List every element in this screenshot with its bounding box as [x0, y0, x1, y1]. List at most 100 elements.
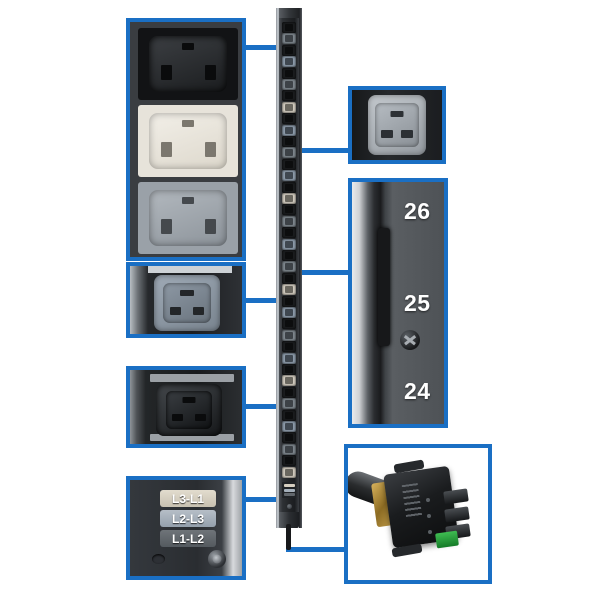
pdu-receptacle: [282, 261, 296, 273]
outlet-number-25: 25: [404, 290, 431, 316]
pdu-receptacle: [282, 215, 296, 227]
pdu-receptacle: [282, 432, 296, 444]
c19-ground-pin-black: [182, 397, 196, 403]
pdu-right-edge: [299, 8, 302, 528]
pdu-receptacle-face: [285, 331, 293, 339]
pdu-receptacle: [282, 341, 296, 353]
pdu-receptacle: [282, 158, 296, 170]
pdu-receptacle: [282, 56, 296, 68]
pdu-receptacle-face: [285, 172, 293, 180]
c19-neutral-pin-blue: [193, 307, 204, 315]
pdu-receptacle: [282, 227, 296, 239]
outlet-number-24: 24: [404, 378, 431, 404]
callout-input-plug: [344, 444, 492, 584]
callout-phase-labels: L3-L1 L2-L3 L1-L2: [126, 476, 246, 580]
numbering-face: [352, 182, 444, 424]
pdu-receptacle-face: [285, 297, 293, 305]
pdu-receptacle-face: [285, 423, 293, 430]
c13-outlet-gray: [138, 182, 238, 254]
pdu-receptacle: [282, 466, 296, 478]
c13-face-white: [149, 113, 227, 169]
plug-blade-tab-2: [444, 506, 470, 523]
pdu-receptacle: [282, 386, 296, 398]
pdu-receptacle-face: [285, 457, 293, 465]
pdu-receptacle-face: [285, 115, 293, 123]
pdu-receptacle-face: [285, 217, 293, 225]
plug-rivet-1: [426, 498, 430, 502]
pdu-receptacle: [282, 272, 296, 284]
c19-inner-gray: [375, 103, 419, 147]
pdu-bottom-screw: [287, 504, 292, 509]
phase-tag-l2-l3: L2-L3: [160, 510, 216, 527]
pdu-receptacle-face: [285, 240, 293, 248]
pdu-receptacle: [282, 193, 296, 204]
phillips-screw-icon: [400, 330, 420, 350]
pdu-receptacle-face: [285, 138, 293, 145]
pdu-receptacle: [282, 147, 296, 159]
pdu-receptacle-face: [285, 69, 293, 77]
pdu-receptacle: [282, 409, 296, 421]
pdu-receptacle-face: [285, 24, 293, 31]
c19-live-pin-black: [172, 414, 183, 421]
pdu-receptacle-face: [285, 229, 293, 237]
pdu-receptacle: [282, 204, 296, 216]
pdu-receptacle-face: [285, 126, 293, 134]
c19-inner-blue: [163, 283, 211, 323]
pdu-receptacle-face: [285, 377, 293, 385]
pdu-receptacle-face: [285, 103, 293, 111]
callout-c13-outlets: [126, 18, 246, 261]
c19-ground-pin-gray: [390, 111, 404, 117]
pdu-receptacle-face: [285, 343, 293, 351]
pdu-receptacle: [282, 443, 296, 455]
pdu-receptacle-face: [285, 46, 293, 54]
callout-outlet-numbering: 26 25 24: [348, 178, 448, 428]
leader-line-c13: [246, 45, 278, 50]
pdu-receptacle: [282, 124, 296, 136]
pdu-receptacle: [282, 250, 296, 261]
pdu-receptacle-face: [285, 286, 293, 294]
plug-rivet-2: [427, 514, 431, 518]
pdu-receptacle: [282, 238, 296, 250]
pdu-receptacle: [282, 398, 296, 410]
pdu-receptacle: [282, 455, 296, 467]
pdu-bottom-cap: [279, 512, 299, 528]
c13-outlet-white: [138, 105, 238, 177]
pdu-receptacle: [282, 33, 296, 45]
phase-tag-l3-l1: L3-L1: [160, 490, 216, 507]
pdu-receptacle-face: [285, 263, 293, 271]
pdu-top-cap: [279, 8, 299, 18]
pdu-power-cord: [286, 524, 291, 550]
leader-line-phase: [246, 497, 278, 502]
pdu-receptacle-face: [285, 160, 293, 168]
leader-line-c19-black: [246, 404, 278, 409]
c19-live-pin-gray: [381, 130, 393, 138]
plug-ground-terminal: [435, 530, 459, 549]
c19-neutral-pin-black: [195, 414, 206, 421]
pdu-receptacle-face: [285, 92, 293, 100]
pdu-receptacle-face: [285, 58, 293, 66]
pdu-receptacle: [282, 22, 296, 33]
pdu-receptacle: [282, 295, 296, 307]
pdu-receptacle: [282, 307, 296, 318]
pdu-receptacle-face: [285, 468, 293, 476]
pdu-receptacle: [282, 284, 296, 296]
pdu-receptacle: [282, 136, 296, 147]
c19-face-blue: [154, 275, 220, 331]
callout-c19-black: [126, 366, 246, 448]
pdu-receptacle: [282, 329, 296, 341]
c13-outlet-black: [138, 28, 238, 100]
pdu-receptacle: [282, 364, 296, 375]
plug-blade-tab-1: [443, 488, 469, 505]
phase-tag-l1-l2: L1-L2: [160, 530, 216, 547]
outlet-number-26: 26: [404, 198, 431, 224]
pdu-receptacle-face: [285, 206, 293, 214]
pdu-receptacle-face: [285, 434, 293, 442]
pdu-receptacle-face: [285, 320, 293, 328]
leader-line-c19-gray: [300, 148, 348, 153]
pdu-receptacle-face: [285, 183, 293, 191]
c13-face-gray: [149, 190, 227, 246]
pdu-receptacle: [282, 170, 296, 182]
leader-line-c19-blue: [246, 298, 278, 303]
c19-face-gray: [368, 95, 426, 155]
